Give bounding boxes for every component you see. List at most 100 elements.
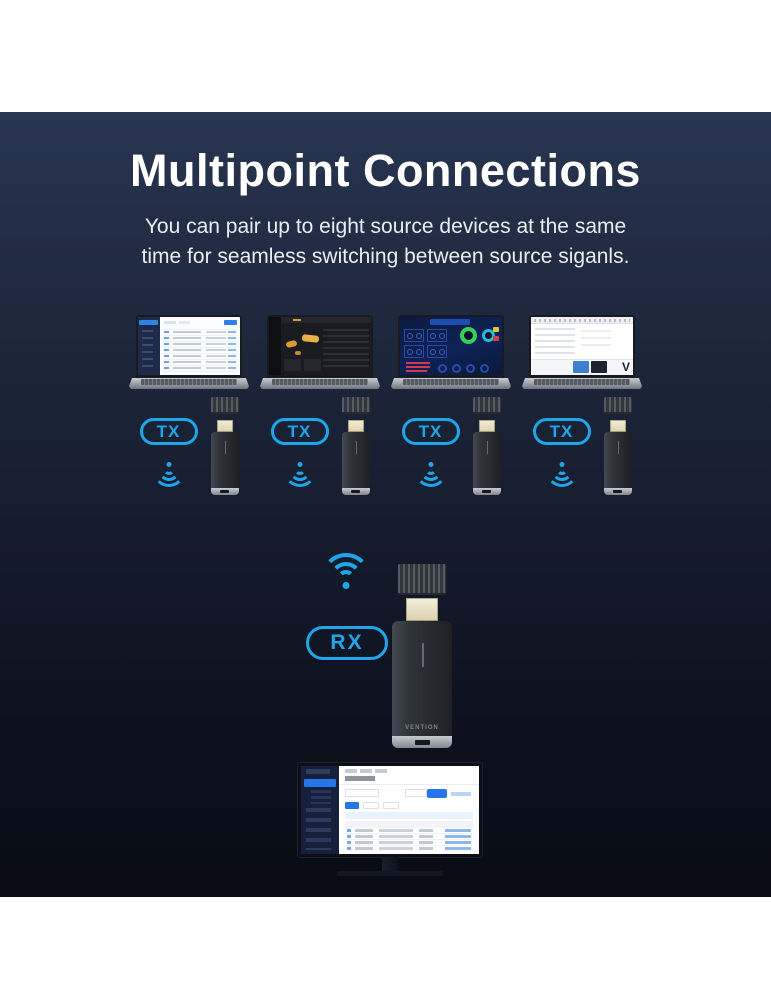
meter-circle <box>452 364 461 373</box>
mini-table-col-links <box>164 331 169 371</box>
laptop-3-keyboard <box>391 378 511 389</box>
gauge-widget <box>404 345 424 358</box>
dongle-cap <box>210 397 239 414</box>
mini-sidebar-active-item <box>139 320 158 325</box>
dongle-cap <box>472 397 501 414</box>
laptop-1-screen-admin-table <box>136 315 242 378</box>
tx-unit-4: TX <box>529 397 635 495</box>
tx-badge: TX <box>401 418 460 445</box>
tx-label: TX <box>549 421 574 441</box>
mini-toolbar <box>164 321 198 324</box>
product-thumbnail <box>591 361 607 373</box>
mini-ghost-button <box>383 802 399 809</box>
brand-label: VENTION <box>405 725 439 731</box>
map-highlight <box>295 351 301 355</box>
gauge-widget <box>404 329 424 342</box>
browser-toolbar-buttons <box>534 319 630 322</box>
hdmi-connector <box>609 420 626 432</box>
tx-row: TX TX <box>0 397 771 495</box>
green-ring-gauge <box>460 327 477 344</box>
laptop-3 <box>391 315 511 389</box>
laptop-2 <box>260 315 380 389</box>
source-laptops-row: V <box>0 315 771 389</box>
mini-accent-yellow <box>493 327 499 332</box>
dongle-seam <box>486 441 488 454</box>
mini-table-col-text <box>355 829 373 850</box>
hdmi-connector <box>347 420 364 432</box>
hdmi-connector <box>216 420 233 432</box>
monitor-screen-admin-table <box>301 766 479 854</box>
mini-blue-button <box>345 802 359 809</box>
dongle-cap <box>398 564 446 595</box>
mini-sidebar-logo <box>306 769 330 774</box>
tx-label: TX <box>418 421 443 441</box>
mini-sidebar-items <box>306 808 331 850</box>
meter-circle <box>438 364 447 373</box>
mini-table-col-text <box>206 331 226 371</box>
tx-label: TX <box>156 421 181 441</box>
wifi-down-icon <box>413 457 449 487</box>
trackpad <box>442 386 460 388</box>
page-text-lines <box>535 328 575 355</box>
mini-search-input <box>345 789 379 797</box>
display-monitor <box>298 763 482 876</box>
wifi-down-icon <box>544 457 580 487</box>
tx-dongle <box>341 432 370 495</box>
mini-select <box>405 789 427 797</box>
mini-table-header <box>345 821 473 828</box>
rx-label: RX <box>330 631 364 654</box>
usb-port <box>482 490 491 493</box>
wifi-down-icon <box>151 457 187 487</box>
keyboard-keys <box>141 379 237 385</box>
product-thumbnail <box>573 361 589 373</box>
monitor-bezel <box>298 763 482 857</box>
dongle-base-band <box>341 488 370 495</box>
mini-blue-button <box>224 320 237 325</box>
dongle-seam <box>224 441 226 454</box>
mini-table-col-text <box>173 331 201 371</box>
subtitle: You can pair up to eight source devices … <box>0 212 771 272</box>
tx-badge: TX <box>532 418 591 445</box>
dongle-seam <box>422 643 424 667</box>
divider <box>339 784 479 785</box>
trackpad <box>180 386 198 388</box>
mini-sidebar-active-item <box>304 779 336 787</box>
hdmi-connector <box>478 420 495 432</box>
tx-unit-2: TX <box>267 397 373 495</box>
subtitle-line-1: You can pair up to eight source devices … <box>144 215 627 238</box>
mini-ghost-button <box>363 802 379 809</box>
mini-table-col-checkbox <box>347 829 351 850</box>
dongle-base-band <box>472 488 501 495</box>
tx-dongle <box>472 432 501 495</box>
trackpad <box>311 386 329 388</box>
laptop-3-screen-monitoring-dashboard <box>398 315 504 378</box>
trackpad <box>573 386 591 388</box>
mini-table-col-text <box>419 829 433 850</box>
mini-link-text <box>451 792 471 796</box>
mini-card <box>284 359 301 371</box>
monitor-base <box>337 871 443 876</box>
mini-table-col-links <box>445 829 471 850</box>
dongle-base-band <box>603 488 632 495</box>
subtitle-line-2: time for seamless switching between sour… <box>141 245 630 268</box>
laptop-1-keyboard <box>129 378 249 389</box>
rx-badge: RX <box>306 626 388 660</box>
dongle-base-band <box>210 488 239 495</box>
dongle-cap <box>341 397 370 414</box>
mini-table-col-actions <box>228 331 236 371</box>
rx-section: RX VENTION <box>0 552 771 872</box>
mini-topbar <box>281 317 371 323</box>
gauge-widget <box>427 345 447 358</box>
page-text-lines <box>581 330 611 349</box>
laptop-1 <box>129 315 249 389</box>
laptop-4: V <box>522 315 642 389</box>
mini-sidebar-items <box>142 330 153 371</box>
tx-badge: TX <box>270 418 329 445</box>
usb-port <box>220 490 229 493</box>
laptop-4-screen-browser-page: V <box>529 315 635 378</box>
usb-port <box>613 490 622 493</box>
vention-v-logo: V <box>621 360 630 374</box>
rx-dongle: VENTION <box>392 621 452 748</box>
red-bar-chart <box>406 362 430 372</box>
